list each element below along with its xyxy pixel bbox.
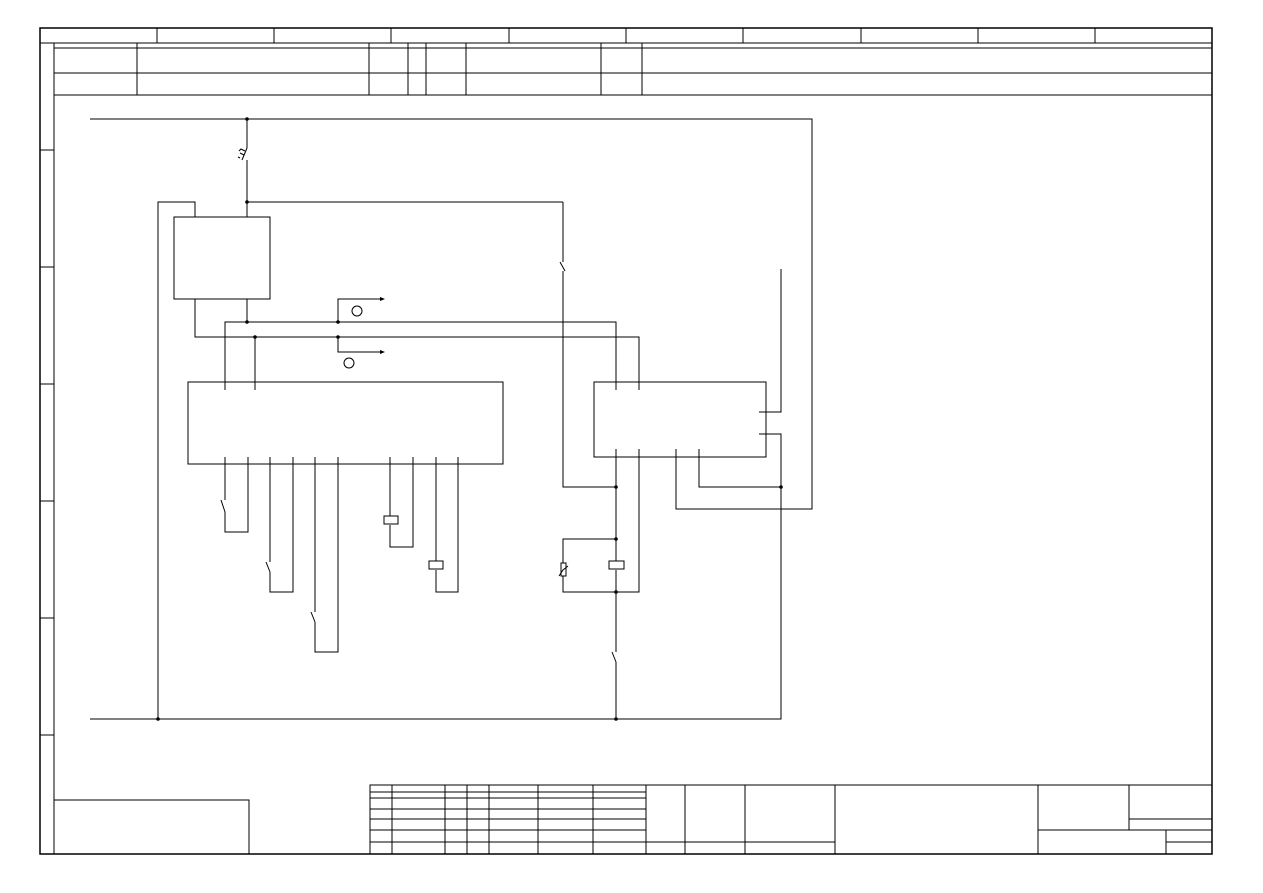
junction-dots bbox=[156, 117, 783, 721]
component-symbols bbox=[221, 148, 624, 662]
relay-coil-3 bbox=[609, 561, 624, 569]
feed-to-module bbox=[563, 271, 616, 487]
main-switch bbox=[238, 148, 247, 160]
controller-output-2 bbox=[270, 457, 293, 592]
component-blocks bbox=[174, 217, 766, 464]
signal-lamp-1 bbox=[352, 306, 362, 316]
bottom-supply-rail bbox=[90, 434, 781, 719]
top-supply-rail bbox=[90, 119, 812, 509]
controller-output-3 bbox=[315, 457, 338, 652]
relay-switch-2 bbox=[266, 562, 270, 572]
bus-lower bbox=[195, 299, 639, 382]
feed-contact bbox=[560, 262, 565, 271]
module-wire-right bbox=[699, 449, 781, 487]
controller-output-5 bbox=[436, 457, 458, 592]
controller-output-1 bbox=[225, 457, 248, 532]
drawing-frame bbox=[40, 28, 1212, 854]
left-return-wire bbox=[158, 202, 195, 719]
relay-switch-1 bbox=[221, 500, 225, 512]
relay-switch-4 bbox=[612, 652, 616, 662]
relay-switch-3 bbox=[311, 612, 315, 622]
bus-upper bbox=[225, 322, 616, 382]
relay-coil-2 bbox=[429, 561, 443, 569]
circuit-wiring bbox=[90, 119, 812, 719]
title-block bbox=[370, 785, 1212, 854]
controller-block bbox=[188, 382, 503, 464]
module-block bbox=[594, 382, 766, 457]
lower-left-block bbox=[54, 800, 249, 854]
signal-lamp-2 bbox=[344, 358, 354, 368]
resistor bbox=[559, 563, 568, 576]
module-wire-return bbox=[563, 449, 639, 592]
resistor-branch bbox=[563, 539, 616, 563]
controller-output-4 bbox=[390, 457, 413, 547]
lamp-branch-1 bbox=[338, 299, 380, 322]
relay-coil-1 bbox=[384, 516, 398, 524]
lamp-branch-2 bbox=[338, 337, 380, 352]
power-supply-block bbox=[174, 217, 270, 299]
